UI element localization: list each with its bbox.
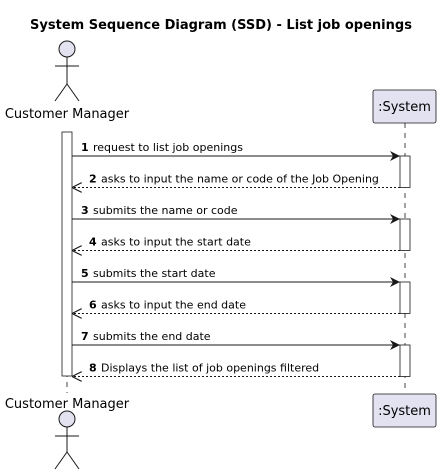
system-activation-bar — [399, 344, 411, 377]
message-number: 6 — [89, 299, 97, 312]
message-8: 8 Displays the list of job openings filte… — [72, 362, 400, 377]
message-label: asks to input the name or code of the Jo… — [101, 173, 379, 186]
system-participant-bottom: :System — [372, 393, 437, 428]
stick-figure-actor-icon — [54, 40, 80, 102]
participant-box — [372, 393, 437, 428]
message-number: 5 — [81, 267, 89, 280]
diagram-title: System Sequence Diagram (SSD) - List job… — [30, 18, 412, 33]
message-label: submits the name or code — [93, 204, 238, 217]
participant-box — [372, 89, 437, 124]
message-5: 5 submits the start date — [72, 267, 400, 287]
system-name-top: :System — [378, 100, 431, 115]
message-3: 3 submits the name or code — [72, 204, 400, 224]
system-activation-bars — [399, 155, 411, 377]
message-label: submits the end date — [93, 330, 211, 343]
actor-name-top: Customer Manager — [5, 107, 130, 122]
message-1: 1 request to list job openings — [72, 141, 400, 161]
message-7: 7 submits the end date — [72, 330, 400, 350]
message-number: 8 — [89, 362, 97, 375]
system-name-bottom: :System — [378, 404, 431, 419]
actor-name-bottom: Customer Manager — [5, 397, 130, 412]
message-label: submits the start date — [93, 267, 216, 280]
system-activation-bar — [399, 155, 411, 188]
message-number: 7 — [81, 330, 89, 343]
system-activation-bar — [399, 218, 411, 251]
actor-bottom: Customer Manager — [5, 397, 130, 470]
actor-top: Customer Manager — [5, 40, 130, 122]
message-number: 2 — [89, 173, 97, 186]
message-6: 6 asks to input the end date — [72, 299, 400, 314]
message-label: Displays the list of job openings filter… — [101, 362, 319, 375]
actor-activation-bar — [61, 131, 73, 377]
message-number: 3 — [81, 204, 89, 217]
messages: 1 request to list job openings 2 asks to in… — [72, 141, 400, 377]
stick-figure-actor-icon — [54, 410, 80, 470]
system-participant-top: :System — [372, 89, 437, 124]
message-number: 1 — [81, 141, 89, 154]
message-4: 4 asks to input the start date — [72, 236, 400, 251]
message-label: asks to input the end date — [101, 299, 246, 312]
message-number: 4 — [89, 236, 97, 249]
message-label: request to list job openings — [93, 141, 243, 154]
message-label: asks to input the start date — [101, 236, 251, 249]
system-activation-bar — [399, 281, 411, 314]
message-2: 2 asks to input the name or code of the J… — [72, 173, 400, 188]
